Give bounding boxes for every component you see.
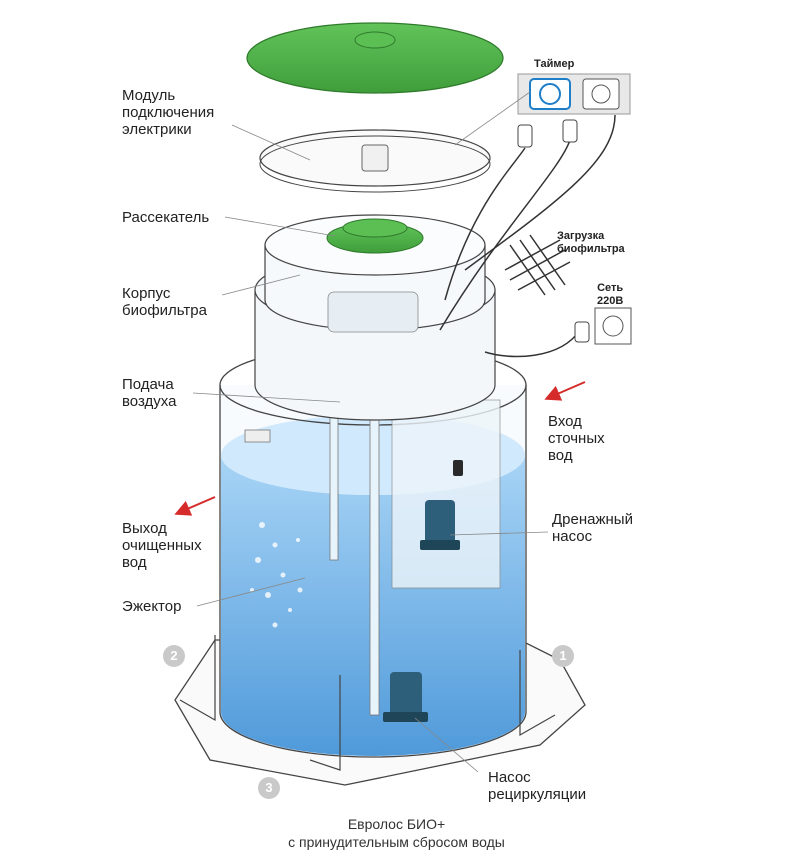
supports (179, 635, 556, 771)
badge-2: 2 (163, 645, 185, 667)
label-outlet: Выход очищенных вод (122, 520, 202, 571)
badge-1: 1 (552, 645, 574, 667)
label-mains: Сеть 220В (597, 282, 624, 307)
leader-lines (192, 91, 549, 773)
air-bubbles (250, 522, 303, 628)
biofilter-media (327, 291, 419, 333)
badge-3: 3 (258, 777, 280, 799)
inlet-arrow (544, 381, 586, 401)
lid (246, 22, 504, 94)
mains-socket (594, 307, 632, 345)
cables (439, 114, 616, 358)
biofilter-load (504, 234, 571, 296)
inlet-pipe (244, 429, 271, 443)
label-drain-pump: Дренажный насос (552, 511, 633, 545)
label-recirc-pump: Насос рециркуляции (488, 769, 587, 803)
riser-pipe (369, 384, 380, 716)
label-module: Модуль подключения электрики (122, 87, 215, 138)
label-splitter: Рассекатель (122, 209, 210, 226)
label-body: Корпус биофильтра (122, 285, 207, 319)
caption-line1: Евролос БИО+ (347, 816, 446, 832)
drain-pump (425, 500, 455, 548)
label-air: Подача воздуха (122, 376, 177, 410)
label-timer: Таймер (534, 58, 575, 70)
drain-chamber (391, 399, 501, 589)
label-inlet: Вход сточных вод (548, 413, 605, 464)
label-ejector: Эжектор (122, 598, 182, 615)
outlet-arrow (174, 496, 216, 516)
label-biofilter-load: Загрузка биофильтра (557, 230, 625, 255)
caption-line2: с принудительным сбросом воды (288, 834, 505, 850)
recirc-pump (390, 672, 422, 720)
